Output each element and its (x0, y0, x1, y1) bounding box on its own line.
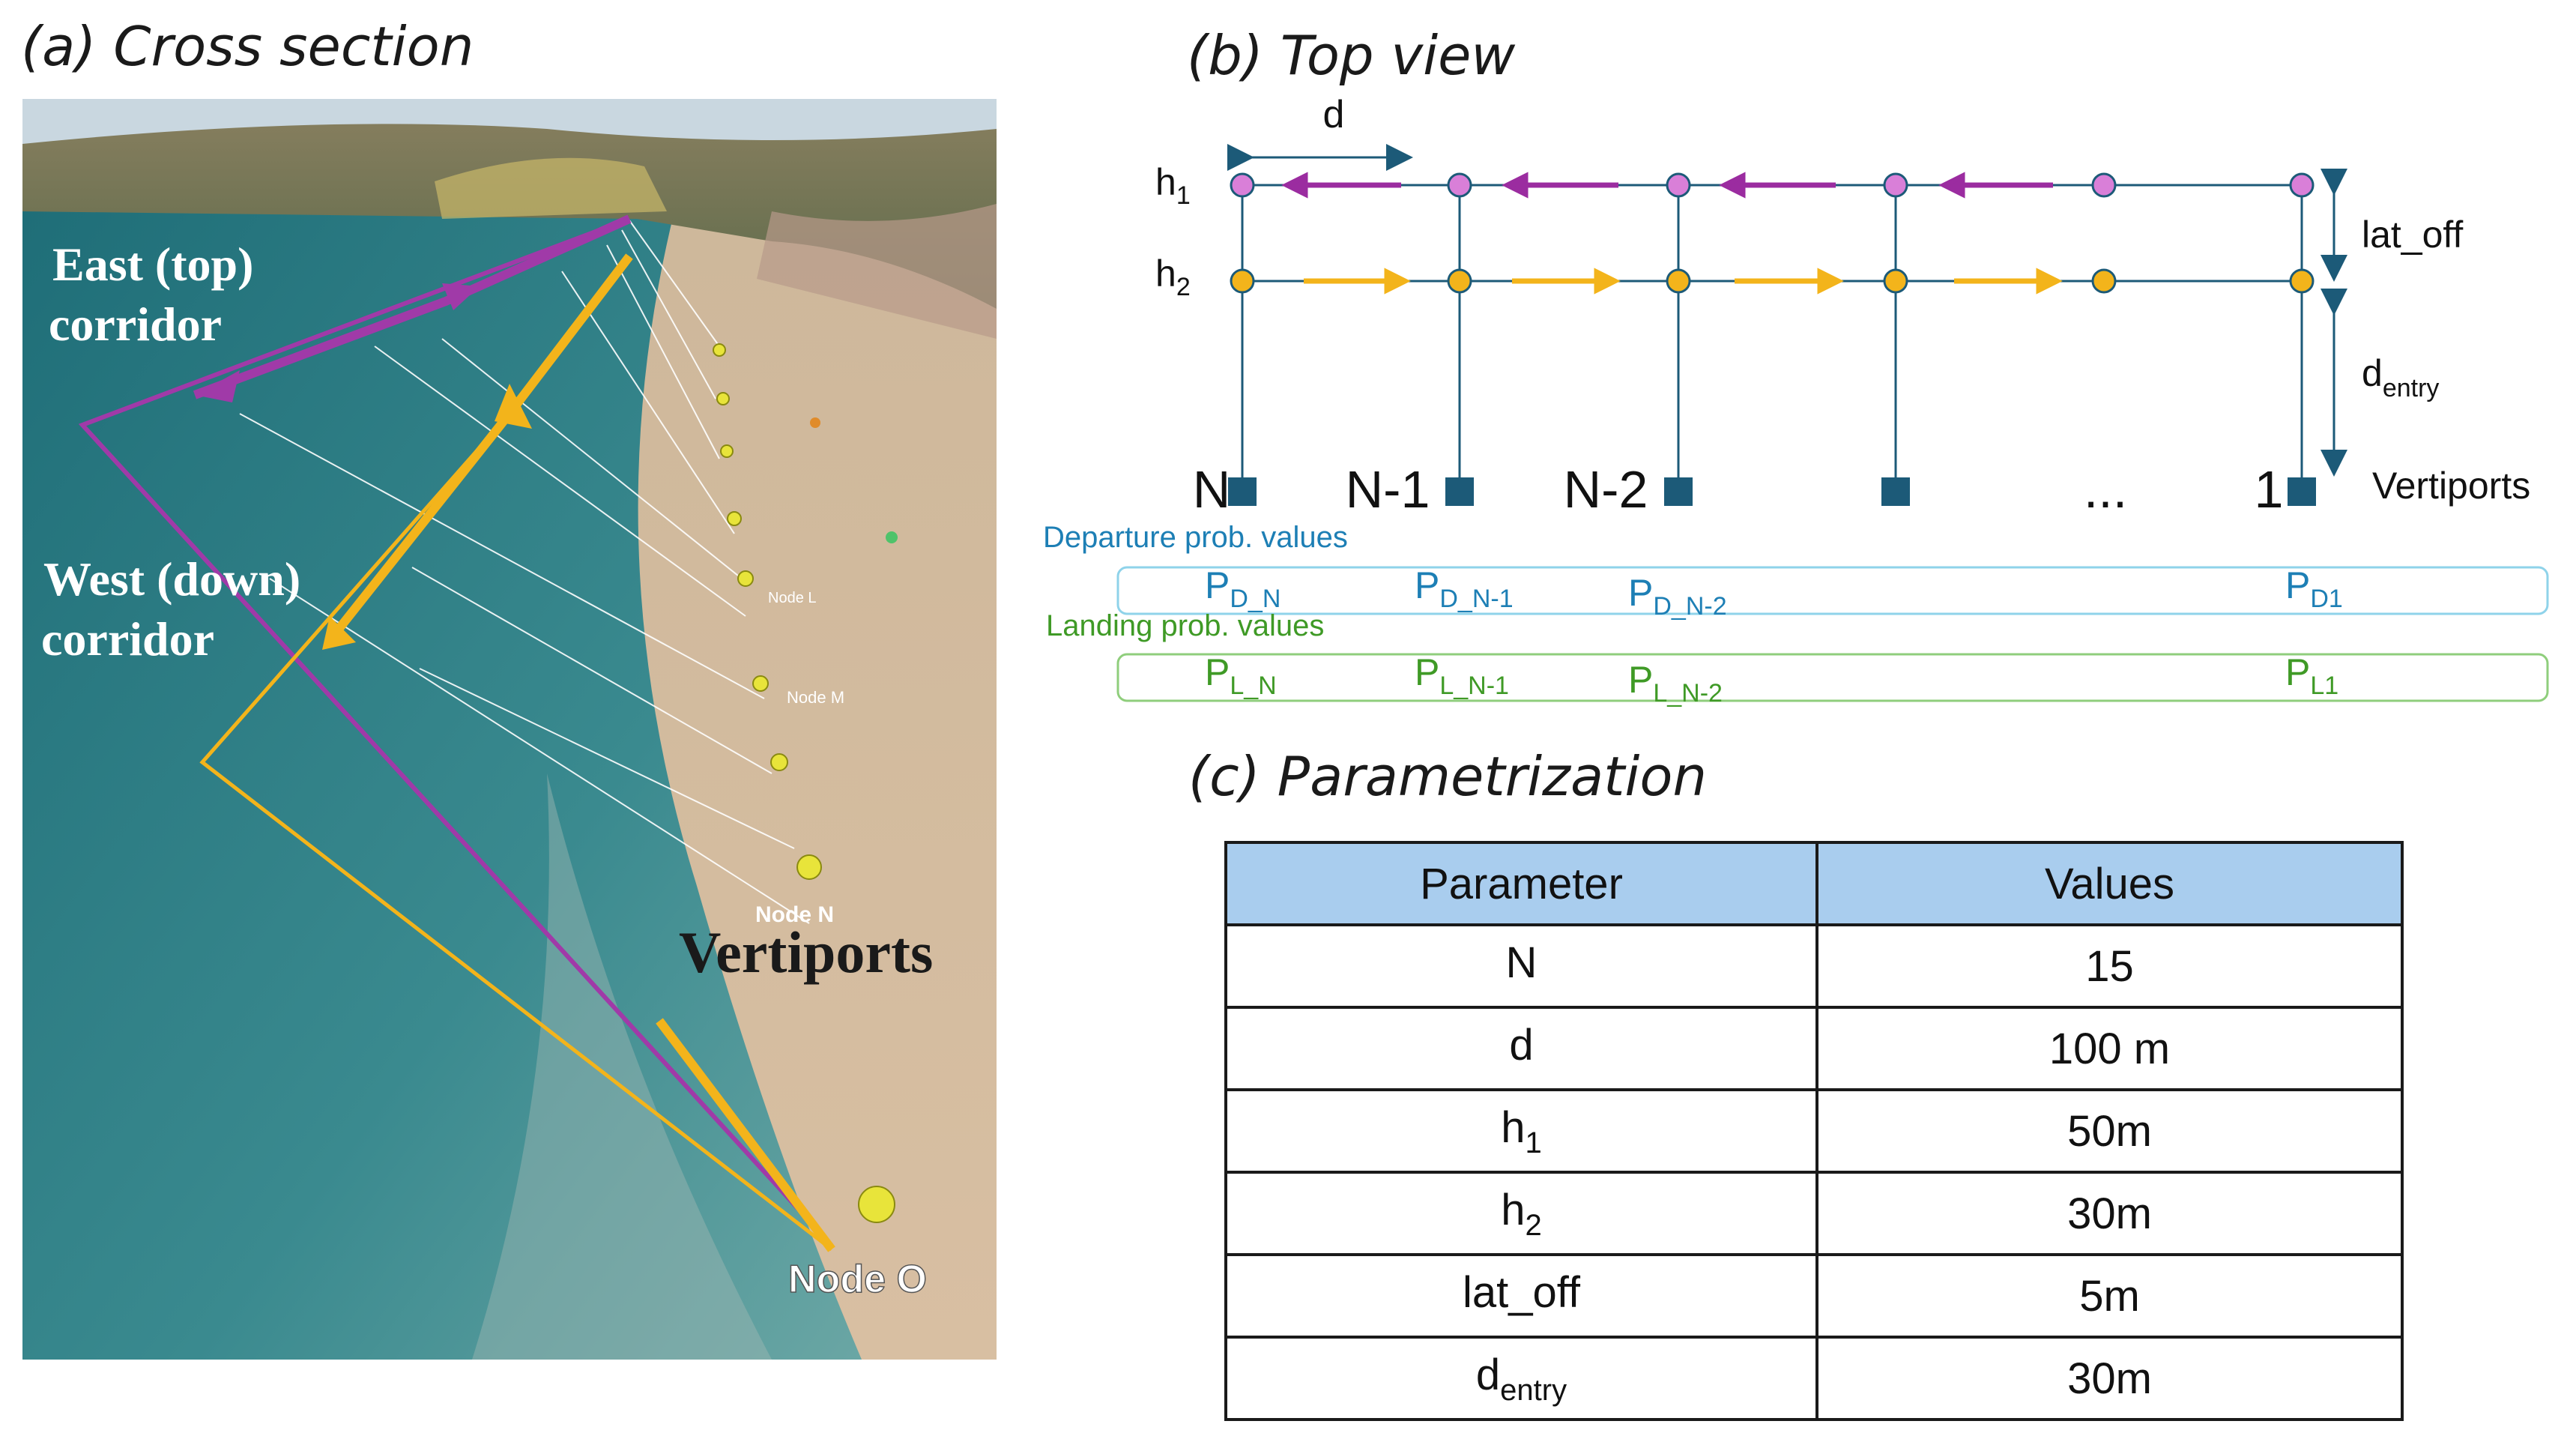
d-entry-label: dentry (2362, 352, 2439, 402)
table-header-row: Parameter Values (1224, 841, 2404, 926)
h2-nodes (1230, 268, 2315, 294)
cross-section-image: East (top) corridor West (down) corridor… (22, 99, 997, 1360)
top-view-diagram: d h1 h2 N (1043, 97, 2549, 708)
west-arrow-head (322, 616, 356, 650)
west-return-arrow (656, 1018, 835, 1252)
param-name: N (1224, 923, 1818, 1009)
east-corridor-label-2: corridor (49, 298, 222, 351)
param-value: 15 (1815, 923, 2404, 1009)
departure-value: PD1 (2285, 564, 2343, 613)
node-n-label: Node N (755, 902, 834, 927)
departure-box (1116, 566, 2549, 615)
guide-lines (239, 220, 810, 924)
param-name: h2 (1224, 1171, 1818, 1256)
green-pin (886, 531, 898, 543)
node-l-label: Node L (768, 590, 817, 606)
table-row: h1 50m (1224, 1088, 2404, 1174)
param-value: 30m (1815, 1336, 2404, 1421)
header-values: Values (1815, 841, 2404, 926)
d-label: d (1323, 97, 1345, 136)
vertiport-label-n-2: N-2 (1564, 460, 1648, 519)
vertiport-label-n: N (1193, 460, 1231, 519)
hill-highlight (435, 157, 667, 219)
east-corridor-arrows (193, 214, 632, 399)
table-row: h2 30m (1224, 1171, 2404, 1256)
landing-title: Landing prob. values (1046, 609, 1324, 642)
departure-title: Departure prob. values (1043, 521, 1348, 554)
node-m-label: Node M (787, 688, 844, 707)
vertiports-word: Vertiports (2372, 465, 2530, 507)
vertiport-label-n-1: N-1 (1346, 460, 1430, 519)
param-name: h1 (1224, 1088, 1818, 1174)
param-value: 50m (1815, 1088, 2404, 1174)
departure-value: PD_N-1 (1415, 564, 1514, 613)
landing-value: PL_N-2 (1628, 659, 1723, 708)
h2-arrows (1304, 268, 2063, 295)
param-name: lat_off (1224, 1253, 1818, 1339)
param-value: 100 m (1815, 1006, 2404, 1091)
west-arrow-head (495, 384, 532, 429)
east-arrow-head (195, 370, 240, 402)
landing-value: PL_N (1205, 651, 1277, 700)
departure-value: PD_N-2 (1628, 572, 1727, 621)
east-arrow-head (442, 283, 480, 310)
h2-label: h2 (1155, 253, 1191, 301)
vertical-drops (1241, 185, 2303, 491)
node-o-label: Node O (788, 1258, 927, 1301)
surf (472, 773, 772, 1360)
panel-b-title: (b) Top view (1187, 24, 1516, 87)
param-name: d (1224, 1006, 1818, 1091)
header-parameter: Parameter (1224, 841, 1818, 926)
panel-c-title: (c) Parametrization (1188, 745, 1708, 808)
town (757, 204, 997, 339)
h1-arrows (1281, 172, 2053, 199)
param-name: dentry (1224, 1336, 1818, 1421)
parametrization-table: Parameter Values N 15 d 100 m h1 50m h2 … (1224, 841, 2404, 1421)
h1-nodes (1230, 172, 2315, 198)
departure-value: PD_N (1205, 564, 1281, 613)
panel-a-title: (a) Cross section (21, 15, 474, 78)
landing-value: PL1 (2285, 651, 2338, 700)
orange-pin (810, 417, 820, 428)
west-corridor-label-1: West (down) (43, 552, 300, 606)
table-row: N 15 (1224, 923, 2404, 1009)
beach-pins (713, 343, 895, 1223)
vertiports-label: Vertiports (679, 920, 933, 985)
vertiport-label-1: 1 (2255, 460, 2284, 519)
table-row: d 100 m (1224, 1006, 2404, 1091)
param-value: 5m (1815, 1253, 2404, 1339)
vertiport-ellipsis: ... (2084, 460, 2127, 519)
h1-label: h1 (1155, 161, 1191, 210)
vertiport-squares (1228, 477, 2316, 506)
param-value: 30m (1815, 1171, 2404, 1256)
landing-value: PL_N-1 (1415, 651, 1509, 700)
sky (22, 99, 997, 144)
east-corridor-label-1: East (top) (52, 238, 253, 291)
west-corridor-label-2: corridor (41, 612, 214, 666)
sea (22, 211, 862, 1360)
table-row: dentry 30m (1224, 1336, 2404, 1421)
landing-box (1116, 653, 2549, 702)
lat-off-label: lat_off (2362, 214, 2463, 256)
table-row: lat_off 5m (1224, 1253, 2404, 1339)
